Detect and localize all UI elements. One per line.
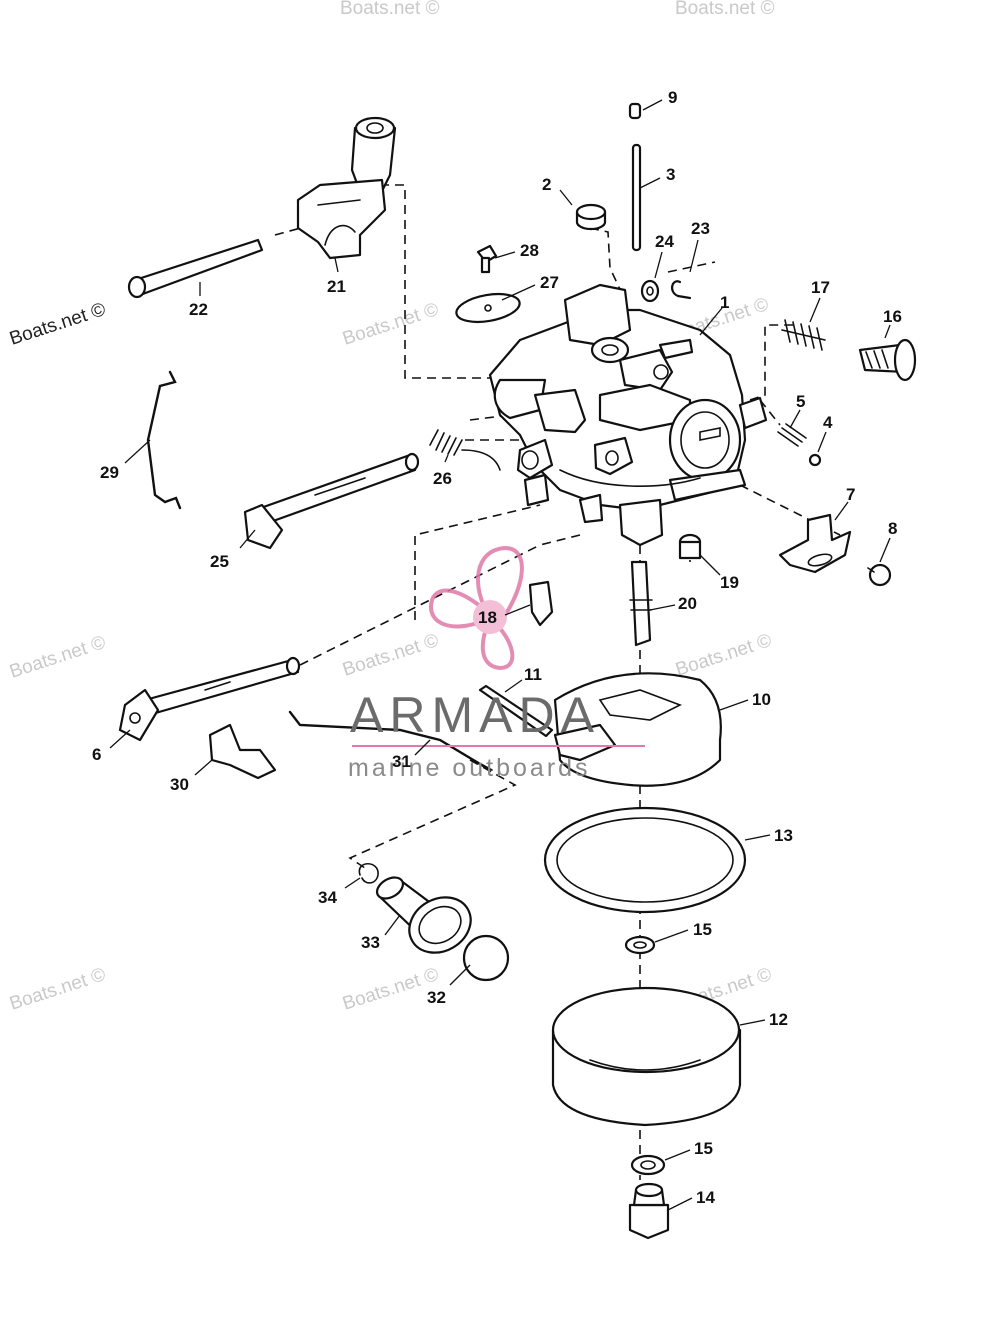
callout-5: 5 [796, 392, 805, 411]
callout-1: 1 [720, 293, 729, 312]
part-21-bracket [296, 116, 397, 260]
watermark-mid: Boats.net © [340, 299, 441, 350]
callout-19: 19 [720, 573, 739, 592]
part-22-shaft [127, 238, 264, 299]
watermark-left-main: Boats.net © [7, 299, 108, 350]
part-28-screw [476, 244, 498, 274]
part-33-primer [375, 876, 472, 954]
propeller-logo-icon [428, 545, 524, 671]
part-23-clip [671, 280, 692, 300]
callout-15-lower: 15 [694, 1139, 713, 1158]
callout-11: 11 [524, 665, 542, 684]
callout-21: 21 [327, 277, 346, 296]
part-13-gasket [543, 806, 747, 914]
callout-23: 23 [691, 219, 710, 238]
watermark-right: Boats.net © [673, 630, 774, 681]
callout-4: 4 [823, 413, 833, 432]
callout-27: 27 [540, 273, 559, 292]
part-1-carburetor-body [488, 283, 768, 547]
callout-28: 28 [520, 241, 539, 260]
callout-17: 17 [811, 278, 830, 297]
callout-29: 29 [100, 463, 119, 482]
logo-tagline: marine outboards [348, 754, 591, 782]
callout-3: 3 [666, 165, 675, 184]
callout-9: 9 [668, 88, 677, 107]
armada-logo: ARMADA marine outboards [348, 545, 645, 782]
part-4-ball [808, 453, 822, 467]
callout-31: 31 [392, 752, 411, 771]
watermark-left: Boats.net © [7, 632, 108, 683]
part-7-lever [778, 513, 852, 574]
callout-30: 30 [170, 775, 189, 794]
watermark-top-right: Boats.net © [675, 0, 775, 19]
watermark-top: Boats.net © [340, 0, 440, 19]
part-2-plug [575, 203, 607, 231]
part-16-screw [858, 338, 917, 382]
part-10-float [553, 672, 722, 787]
part-18-valve [528, 580, 554, 627]
part-27-disc [455, 292, 521, 324]
part-9-cap [628, 102, 642, 120]
callout-12: 12 [769, 1010, 788, 1029]
callout-14: 14 [696, 1188, 715, 1207]
part-6-shaft [118, 656, 301, 742]
callout-labels: 9 3 2 28 27 21 22 24 23 1 17 16 5 4 7 8 … [92, 88, 902, 1207]
callout-16: 16 [883, 307, 902, 326]
callout-13: 13 [774, 826, 793, 845]
callout-20: 20 [678, 594, 697, 613]
callout-22: 22 [189, 300, 208, 319]
part-15-washer-lower [630, 1154, 666, 1176]
callout-34: 34 [318, 888, 337, 907]
part-15-washer-upper [624, 935, 656, 955]
part-19-screw [678, 533, 702, 560]
leader-lines [109, 99, 891, 1211]
part-30-clip [208, 723, 277, 780]
part-3-rod [631, 143, 642, 252]
callout-24: 24 [655, 232, 674, 251]
callout-7: 7 [846, 485, 855, 504]
logo-brand: ARMADA [350, 687, 600, 743]
callout-25: 25 [210, 552, 229, 571]
watermark-low-left: Boats.net © [7, 964, 108, 1015]
part-25-shaft [243, 452, 420, 550]
part-32-disc [462, 934, 510, 982]
part-31-rod [288, 710, 493, 772]
part-29-link [146, 370, 182, 510]
callout-33: 33 [361, 933, 380, 952]
part-20-needle [629, 560, 653, 647]
part-14-drain-screw [628, 1182, 670, 1240]
callout-6: 6 [92, 745, 101, 764]
part-17-spring [781, 319, 826, 351]
part-34-clip [358, 862, 379, 884]
part-12-bowl [551, 986, 742, 1127]
callout-2: 2 [542, 175, 551, 194]
part-26-spring [429, 429, 501, 471]
part-8-screw [867, 563, 892, 587]
callout-32: 32 [427, 988, 446, 1007]
part-11-pin [478, 684, 554, 738]
callout-18: 18 [478, 608, 497, 627]
callout-10: 10 [752, 690, 771, 709]
callout-8: 8 [888, 519, 897, 538]
callout-26: 26 [433, 469, 452, 488]
part-5-spring [777, 423, 807, 447]
part-24-washer [640, 279, 660, 303]
callout-15-upper: 15 [693, 920, 712, 939]
